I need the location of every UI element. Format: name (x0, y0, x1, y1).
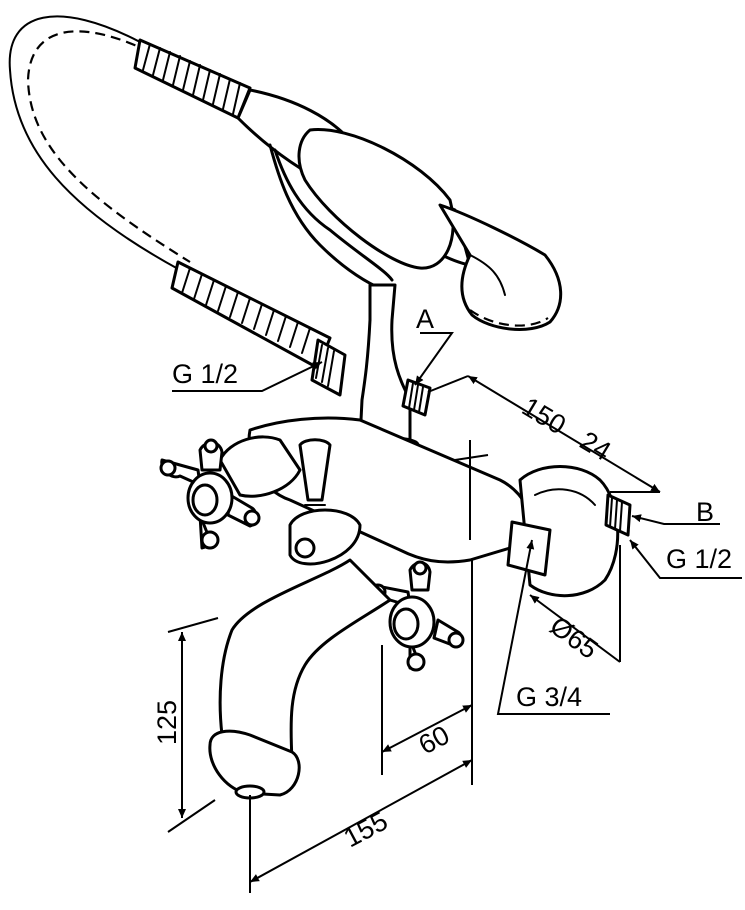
shower-hose (8, 15, 332, 370)
label-dim-125: 125 (152, 700, 182, 745)
label-g-half-right: G 1/2 (666, 544, 732, 574)
label-point-b: B (696, 497, 714, 527)
hand-shower (236, 88, 563, 331)
label-dim-24: 24 (575, 425, 616, 466)
label-point-a: A (416, 304, 434, 334)
label-g-three-quarter: G 3/4 (516, 682, 582, 712)
label-dim-155: 155 (339, 806, 393, 854)
left-cross-handle[interactable] (159, 438, 261, 550)
label-diameter-65: Ø65 (544, 611, 603, 665)
label-g-half-left: G 1/2 (172, 359, 238, 389)
mixer-body (218, 283, 632, 598)
right-cross-handle[interactable] (369, 560, 465, 672)
dimension-lines (167, 332, 742, 893)
bath-spout (208, 558, 392, 800)
label-dim-60: 60 (414, 720, 455, 761)
